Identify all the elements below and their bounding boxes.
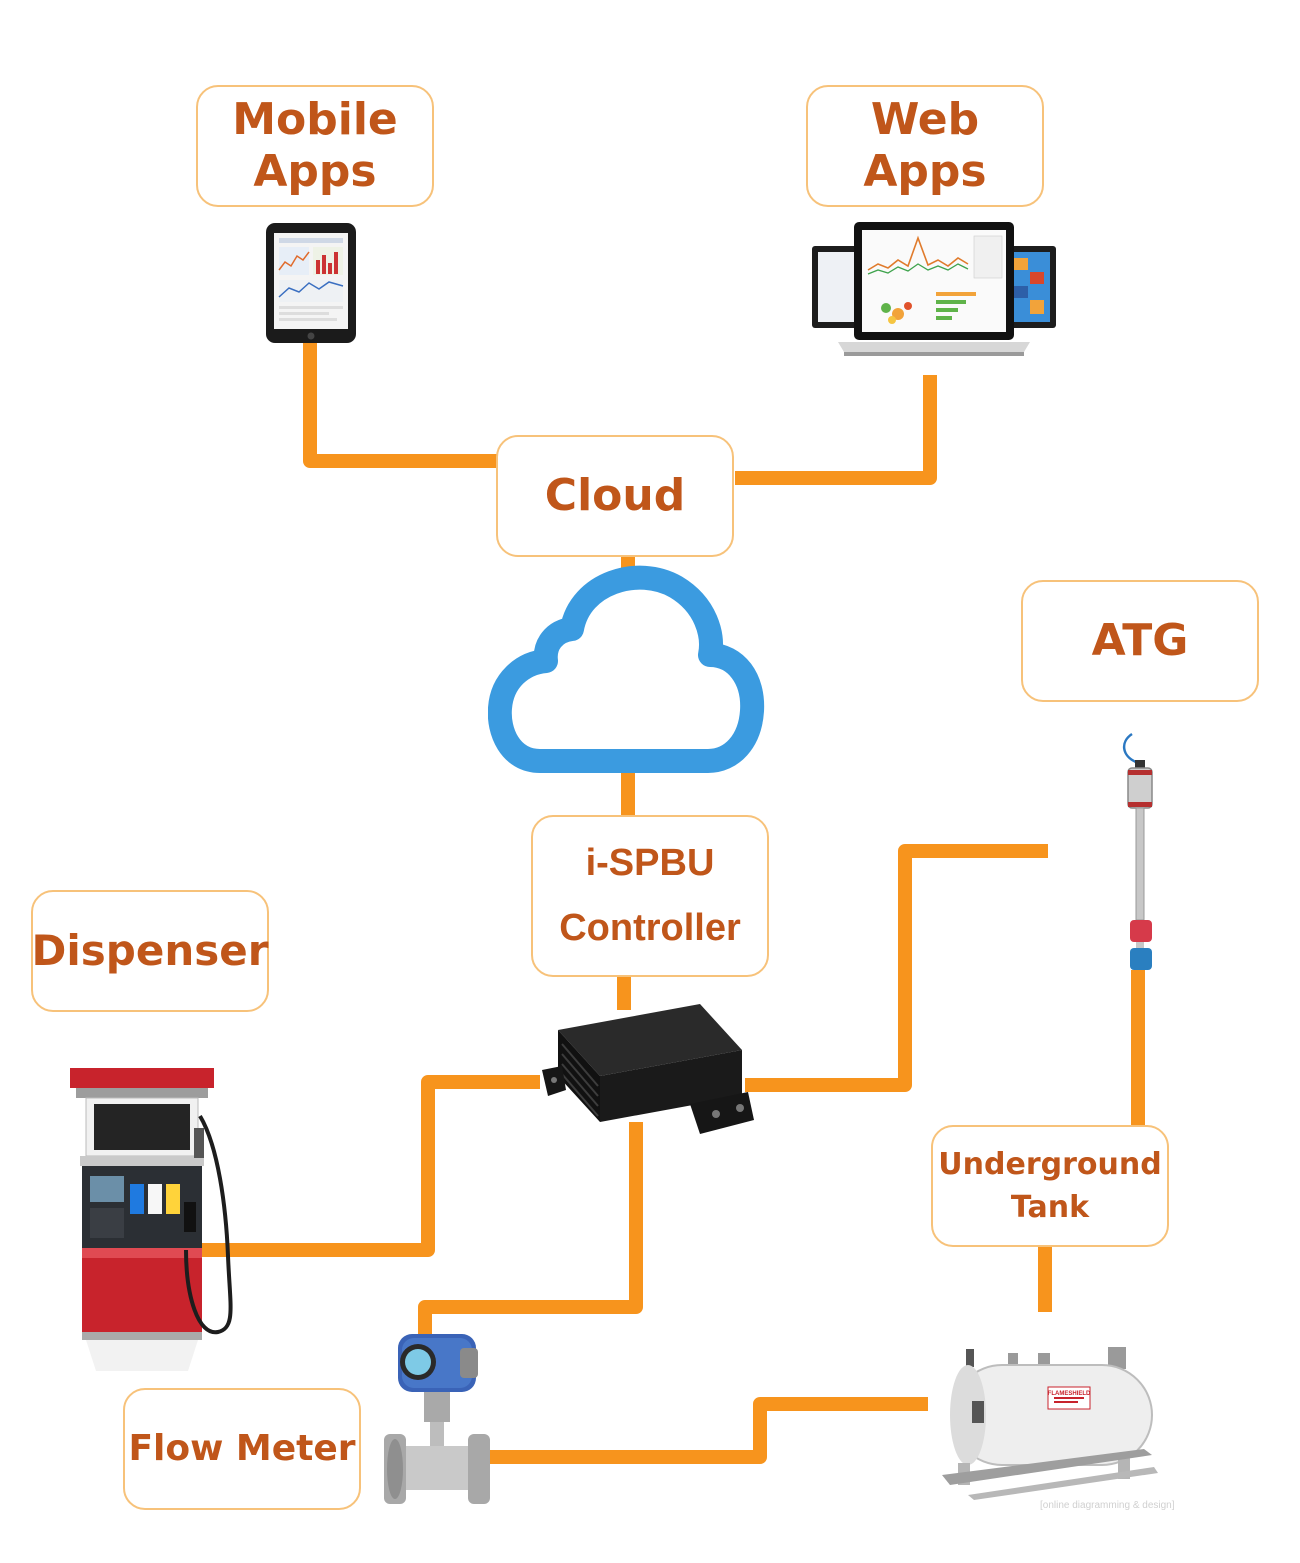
cloud-label: Cloud — [496, 435, 734, 557]
wire-cloud-web — [735, 375, 937, 485]
mobile-apps-label: Mobile Apps — [196, 85, 434, 207]
cloud-text: Cloud — [544, 470, 686, 522]
controller-label: i-SPBU Controller — [531, 815, 769, 977]
flow-meter-icon — [384, 1334, 490, 1504]
wire-box-flowmeter — [418, 1122, 643, 1340]
wire-flowmeter-tank — [485, 1397, 928, 1464]
underground-tank-line1: Underground — [938, 1146, 1162, 1182]
tank-decal-text: FLAMESHIELD — [1048, 1391, 1091, 1397]
underground-tank-line2: Tank — [1010, 1190, 1090, 1225]
web-apps-label: Web Apps — [806, 85, 1044, 207]
mobile-apps-line1: Mobile — [232, 94, 398, 146]
laptop-monitor-icon — [812, 222, 1056, 356]
controller-line2: Controller — [559, 907, 741, 949]
wire-mobile-cloud — [303, 340, 500, 468]
storage-tank-icon: FLAMESHIELD — [942, 1347, 1158, 1500]
flow-meter-text: Flow Meter — [128, 1427, 356, 1469]
tablet-icon — [266, 223, 356, 343]
atg-text: ATG — [1091, 615, 1189, 667]
dispenser-label: Dispenser — [31, 890, 269, 1012]
atg-label: ATG — [1021, 580, 1259, 702]
controller-box-icon — [542, 1004, 754, 1134]
flow-meter-label: Flow Meter — [123, 1388, 361, 1510]
web-apps-line2: Apps — [863, 146, 987, 197]
atg-probe-icon — [1123, 732, 1153, 970]
wire-box-atg — [745, 844, 1048, 1092]
wire-dispenser-box — [200, 1075, 540, 1257]
cloud-icon — [488, 565, 765, 773]
web-apps-line1: Web — [870, 94, 980, 146]
mobile-apps-line2: Apps — [253, 146, 377, 197]
underground-tank-label: Underground Tank — [931, 1125, 1169, 1247]
watermark-text: [online diagramming & design] — [1040, 1500, 1175, 1511]
controller-line1: i-SPBU — [585, 842, 715, 885]
fuel-dispenser-icon — [70, 1068, 233, 1371]
dispenser-text: Dispenser — [31, 926, 269, 976]
